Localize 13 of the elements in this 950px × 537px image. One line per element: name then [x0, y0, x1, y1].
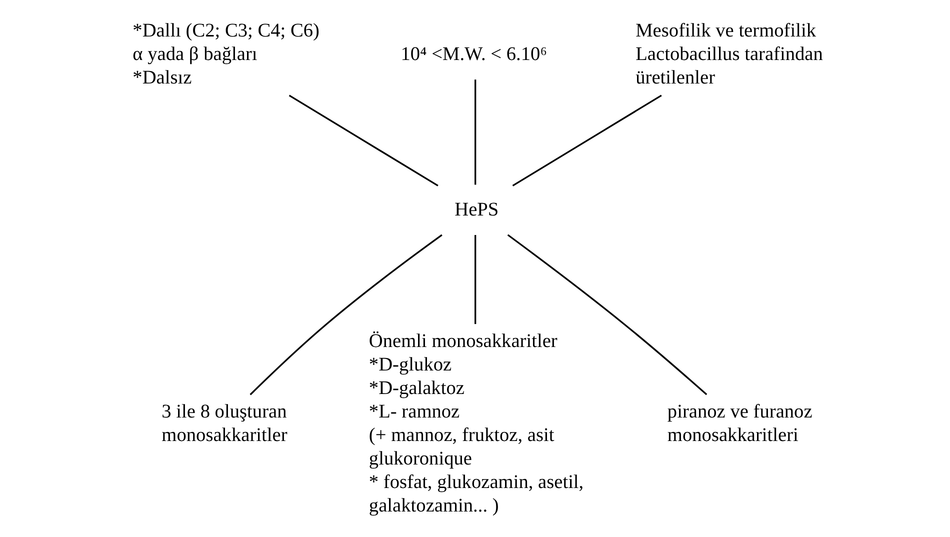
- node-text: *Dallı (C2; C3; C4; C6) α yada β bağları *Dalsız: [132, 20, 320, 89]
- connector: [288, 94, 438, 186]
- connector: [507, 234, 708, 396]
- connector: [250, 234, 442, 396]
- node-text: 3 ile 8 oluşturan monosakkaritler: [162, 401, 288, 446]
- node-text: Önemli monosakkaritler *D-glukoz *D-galaktoz *L- ramnoz (+ mannoz, fruktoz, asit glukoronique * fosfat, glukozamin, asetil, galaktozamin... ): [368, 330, 584, 516]
- node-text: 10⁴ <M.W. < 6.10⁶: [400, 44, 547, 66]
- node-text: Mesofilik ve termofilik Lactobacillus tarafindan üretilenler: [636, 20, 823, 89]
- connector: [474, 235, 476, 324]
- node-text: HePS: [454, 200, 499, 221]
- node-text: piranoz ve furanoz monosakkaritleri: [667, 401, 812, 446]
- connector: [512, 94, 662, 186]
- connector: [474, 80, 476, 185]
